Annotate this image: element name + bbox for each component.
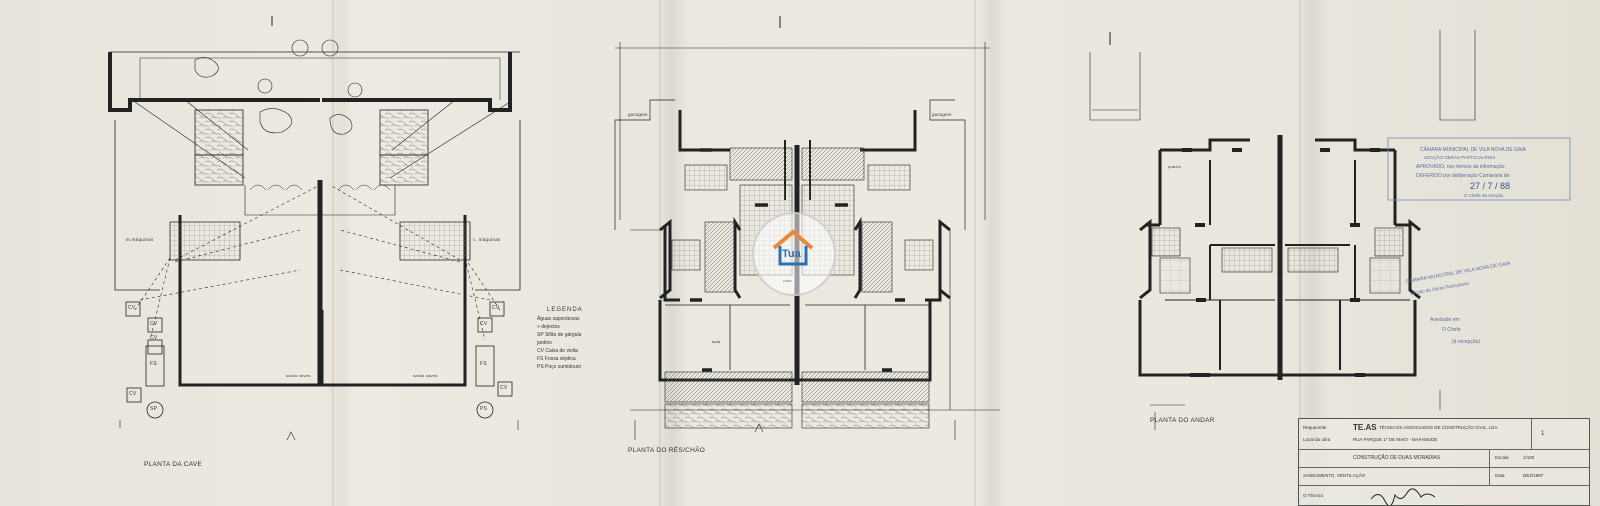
title-block-data: DEZ/1987 [1523,473,1544,478]
legend-item: » dejectos [537,324,560,330]
approval-stamp-line: CÂMARA MUNICIPAL DE VILA NOVA DE GAIA [1420,147,1527,153]
room-label-garagem-left: garagem [628,112,648,117]
title-block-data-label: Data [1495,473,1505,478]
title-block-escala: 1/100 [1523,455,1535,460]
legend-item: PS Poço sumidouro [537,364,582,370]
room-label-saida-right: saída caves [413,373,438,378]
equipment-label: CV [128,305,136,311]
equipment-label: PS [480,406,488,412]
technician-signature [1370,488,1436,505]
title-block-requerente-label: Requerente [1303,425,1327,430]
approval-stamp-line: O Chefe da Secção [1464,193,1504,198]
legend: LEGENDA Águas saponáceas » dejectos SP S… [537,306,583,371]
equipment-label: CV [150,321,158,327]
equipment-label: CV [500,385,508,391]
plan-andar [1089,30,1476,430]
room-label-quarto: quarto [1168,164,1182,169]
title-block-company-name: TÉCNICOS ASSOCIADOS DE CONSTRUÇÃO CIVIL,… [1379,425,1498,430]
legend-title: LEGENDA [547,307,583,313]
title-block-escala-label: Escala [1495,455,1509,460]
room-label-saida-left: saída caves [286,373,311,378]
equipment-label: FS [150,361,157,367]
plan-res-chao [614,16,1000,440]
registration-stamp-line: Averbado em [1430,317,1460,323]
registration-stamp-line: (à recepção) [1452,339,1481,345]
approval-stamp-frame [1387,137,1571,201]
legend-item: Águas saponáceas [537,316,580,322]
approval-stamp-line: DEFERIDO por deliberação Camarária de [1416,173,1510,179]
registration-stamp-line: O Chefe [1442,327,1461,333]
equipment-label: CV [492,305,500,311]
title-block-tecnico-label: O Técnico [1303,493,1324,498]
house-icon [772,229,814,266]
plan-title-res-chao: PLANTA DO RÉS/CHÃO [628,447,706,454]
title-block-company-short: TE.AS [1353,423,1377,432]
plan-title-cave: PLANTA DA CAVE [144,461,203,468]
title-block-project: CONSTRUÇÃO DE DUAS MORADIAS [1353,455,1441,461]
equipment-label: CV [480,321,488,327]
equipment-label: SP [150,406,158,412]
approval-stamp-line: SECÇÃO OBRAS PARTICULARES [1424,155,1496,160]
legend-item: SP Sifão de gárgula [537,332,582,338]
title-block-address: RUA PARQUE 1º DE MAIO - MAFAMUDE [1353,437,1438,442]
approval-stamp-line: APROVADO, nos termos da informação [1416,164,1505,170]
legend-item: jardins [537,340,552,346]
legend-item: FS Fossa séptica [537,356,576,362]
equipment-label: CV [129,391,137,397]
watermark-subtext: casa [783,278,792,283]
title-block-sheet-number: 1 [1541,431,1545,437]
plan-cave [108,16,521,441]
room-label-garagem-right: garagem [932,112,952,117]
title-block: Requerente Local da obra TE.AS TÉCNICOS … [1298,418,1590,506]
room-label-maquinas-right: c. máquinas [473,237,501,242]
legend-item: CV Caixa de visita [537,348,578,354]
equipment-label: CV [150,335,158,341]
title-block-local-label: Local da obra [1303,437,1331,442]
watermark-text: Tua [782,248,801,260]
equipment-label: FS [480,361,487,367]
plan-title-andar: PLANTA DO ANDAR [1150,417,1215,424]
approval-stamp-date: 27 / 7 / 88 [1470,181,1511,191]
room-label-maquinas-left: m.máquinas [126,237,154,242]
watermark-logo: Tua casa [752,212,836,296]
room-label-sala: sala [712,339,721,344]
title-block-subject: SANEAMENTO, VENTILAÇÃO [1303,473,1366,478]
